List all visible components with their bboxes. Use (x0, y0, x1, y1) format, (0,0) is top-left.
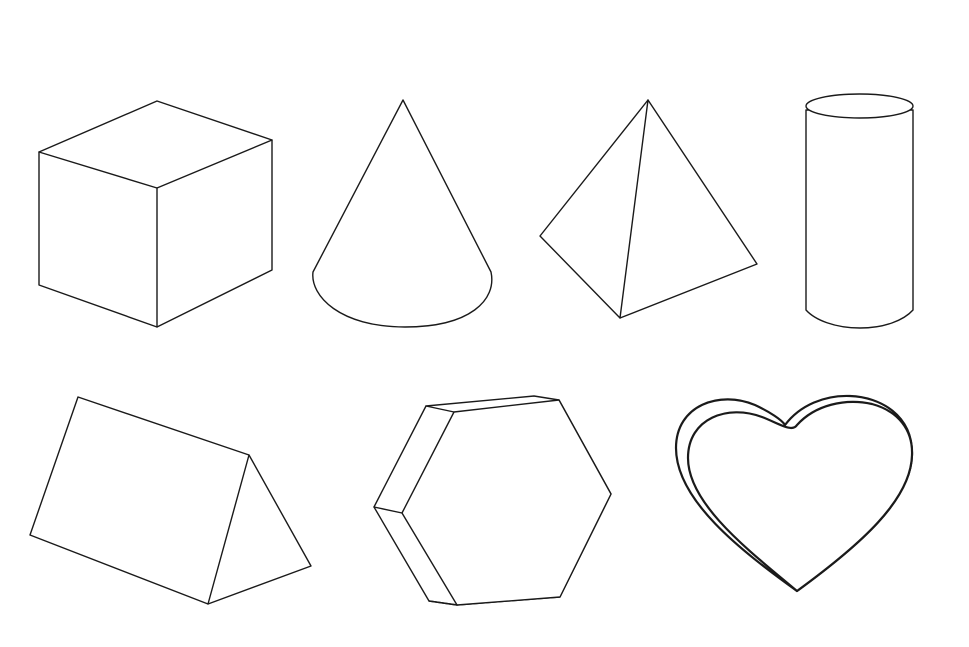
heart-prism-icon (674, 394, 914, 593)
triangular-prism-icon (29, 396, 312, 605)
hexagonal-prism-icon (373, 395, 612, 606)
cube-icon (38, 100, 273, 328)
cone-icon (312, 99, 493, 328)
cylinder-icon (805, 93, 914, 329)
pyramid-icon (539, 99, 758, 319)
